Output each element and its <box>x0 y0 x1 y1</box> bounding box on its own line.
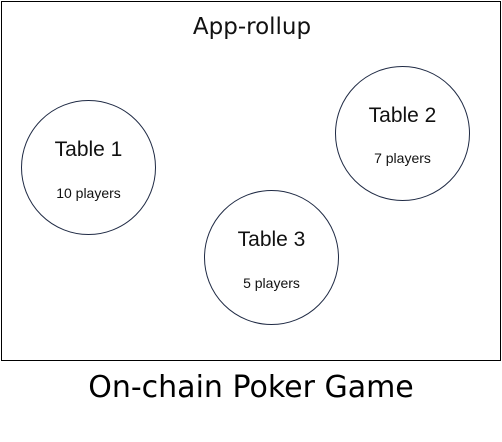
table-1-node: Table 1 10 players <box>21 100 156 235</box>
table-2-name: Table 2 <box>368 104 437 127</box>
table-2-players: 7 players <box>374 150 431 166</box>
diagram-caption: On-chain Poker Game <box>88 370 414 405</box>
table-2-node: Table 2 7 players <box>335 66 470 201</box>
table-1-players: 10 players <box>56 185 121 201</box>
table-1-name: Table 1 <box>54 138 123 161</box>
table-3-name: Table 3 <box>237 228 306 251</box>
app-rollup-label: App-rollup <box>192 14 312 40</box>
table-3-node: Table 3 5 players <box>204 190 339 325</box>
table-3-players: 5 players <box>243 275 300 291</box>
app-rollup-container: App-rollup Table 1 10 players Table 2 7 … <box>1 1 501 361</box>
